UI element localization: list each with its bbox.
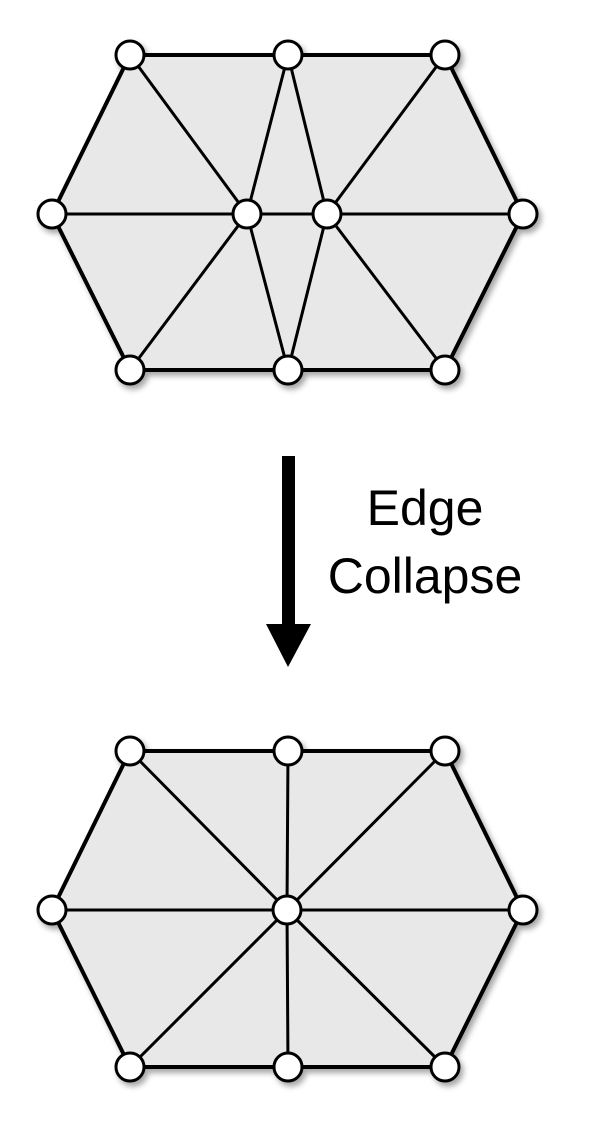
mesh-edge [128, 908, 289, 1069]
mesh-edge [286, 53, 329, 216]
vertex [272, 735, 304, 767]
vertex [272, 354, 304, 386]
mesh-edge [286, 212, 329, 372]
mesh-edge [325, 53, 447, 216]
collapse-vertex-right [311, 198, 343, 230]
vertex [114, 39, 146, 71]
mesh-edge [245, 53, 290, 216]
vertex [272, 1051, 304, 1083]
vertex [114, 735, 146, 767]
arrow-shaft [282, 456, 295, 628]
vertex [114, 354, 146, 386]
mesh-before-vertices [36, 39, 539, 386]
vertex [114, 1051, 146, 1083]
down-arrow-icon [266, 456, 311, 667]
vertex [36, 894, 68, 926]
mesh-before [36, 39, 539, 386]
mesh-edge [285, 908, 447, 1069]
merged-vertex [271, 894, 303, 926]
mesh-before-edges [50, 53, 525, 372]
mesh-after-vertices [36, 735, 539, 1083]
vertex [429, 735, 461, 767]
vertex [507, 198, 539, 230]
vertex [429, 354, 461, 386]
mesh-edge [245, 212, 290, 372]
mesh-edge [285, 749, 447, 912]
vertex [272, 39, 304, 71]
mesh-after-edges [50, 749, 525, 1069]
vertex [429, 1051, 461, 1083]
mesh-edge [285, 908, 290, 1069]
vertex [507, 894, 539, 926]
vertex [36, 198, 68, 230]
mesh-edge [128, 749, 289, 912]
caption-line-2: Collapse [327, 548, 523, 604]
collapse-vertex-left [231, 198, 263, 230]
arrow-head [266, 624, 311, 667]
mesh-after [36, 735, 539, 1083]
vertex [429, 39, 461, 71]
mesh-edge [128, 53, 249, 216]
mesh-edge [325, 212, 447, 372]
caption-line-1: Edge [366, 480, 484, 536]
mesh-edge [285, 749, 290, 912]
mesh-edge [128, 212, 249, 372]
